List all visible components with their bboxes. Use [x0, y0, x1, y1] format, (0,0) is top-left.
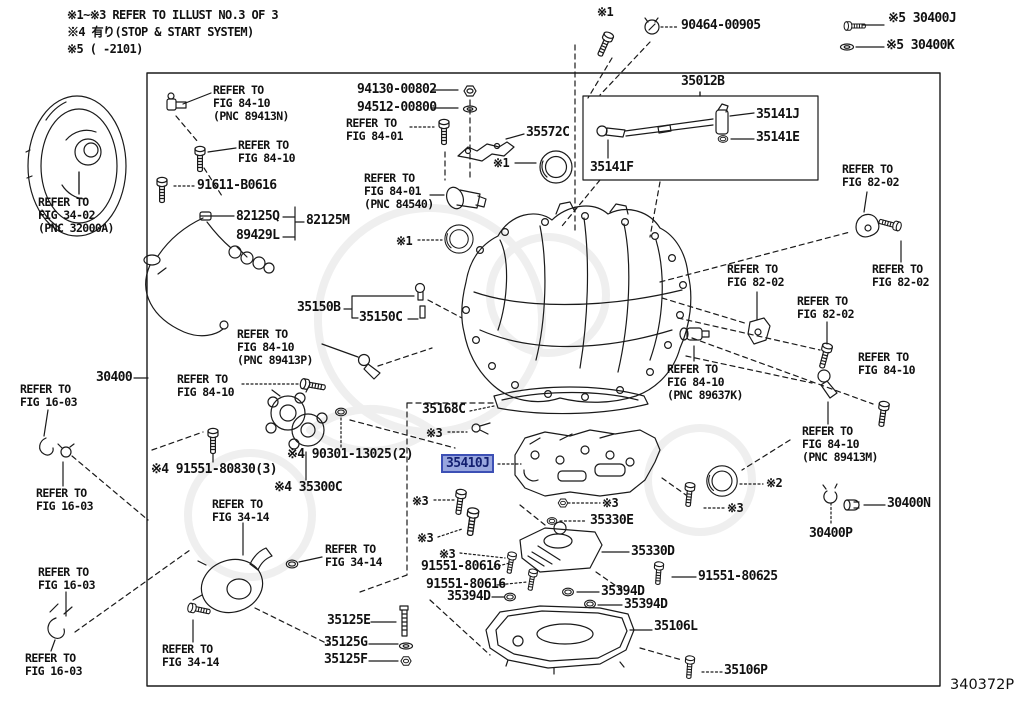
- symbol-3-f: ※3: [727, 501, 744, 515]
- part-label-35394d-c: 35394D: [624, 597, 668, 612]
- sensor-s3a-icon: [471, 422, 491, 435]
- ref-label-fig16-03-b: REFER TO FIG 16-03: [36, 486, 94, 513]
- part-label-35141e: 35141E: [756, 130, 800, 145]
- ref-label-fig84-10-b: REFER TO FIG 84-10: [238, 138, 296, 165]
- symbol-3-b: ※3: [412, 494, 429, 508]
- part-label-94130-00802: 94130-00802: [357, 82, 437, 97]
- ref-label-fig84-01-a: REFER TO FIG 84-01: [346, 116, 404, 143]
- drawing-number: 340372P: [950, 677, 1015, 693]
- torque-converter-drawing: [25, 95, 127, 237]
- part-label-35394d-b: 35394D: [601, 584, 645, 599]
- ref-label-fig16-03-a: REFER TO FIG 16-03: [20, 382, 78, 409]
- bracket-fig8202c-icon: [747, 317, 771, 345]
- part-label-91551-80625: 91551-80625: [698, 569, 778, 584]
- clip-30400n-icon: [822, 483, 838, 504]
- ref-label-fig34-14-c: REFER TO FIG 34-14: [162, 642, 220, 669]
- part-label-35106l: 35106L: [654, 619, 698, 634]
- note-line-1: ※1~※3 REFER TO ILLUST NO.3 OF 3: [67, 8, 279, 22]
- ref-label-fig82-02-b: REFER TO FIG 82-02: [727, 262, 785, 289]
- part-label-35410j-highlighted[interactable]: 35410J: [441, 454, 495, 473]
- symbol-3-c: ※3: [417, 531, 434, 545]
- symbol-2: ※2: [766, 476, 783, 490]
- sensor-89637k-icon: [679, 327, 710, 341]
- symbol-1-a: ※1: [493, 156, 510, 170]
- ref-label-fig84-10-89413m: REFER TO FIG 84-10 (PNC 89413M): [802, 424, 878, 464]
- symbol-3-a: ※3: [426, 426, 443, 440]
- ref-label-fig16-03-c: REFER TO FIG 16-03: [38, 565, 96, 592]
- part-label-35572c: 35572C: [526, 125, 570, 140]
- note-line-2: ※4 有り(STOP & START SYSTEM): [67, 25, 254, 39]
- ref-label-fig84-10-89413p: REFER TO FIG 84-10 (PNC 89413P): [237, 327, 313, 367]
- part-label-91551-80616-b: 91551-80616: [426, 577, 506, 592]
- diagram-frame: [146, 72, 941, 687]
- part-label-35394d-a: 35394D: [447, 589, 491, 604]
- part-label-91551-80616-a: 91551-80616: [421, 559, 501, 574]
- part-label-30400n: 30400N: [887, 496, 931, 511]
- note-line-3: ※5 ( -2101): [67, 42, 143, 56]
- part-label-89429l: 89429L: [236, 228, 280, 243]
- sensor-89413n-icon: [166, 92, 187, 111]
- symbol-3-e: ※3: [602, 496, 619, 510]
- clamp-fig8202-icon: [855, 213, 880, 238]
- part-label-35125g: 35125G: [324, 635, 368, 650]
- part-label-82125m: 82125M: [306, 213, 350, 228]
- gasket-35168c-drawing: [493, 386, 649, 415]
- part-label-35300c: ※4 35300C: [274, 480, 343, 495]
- part-label-35012b: 35012B: [681, 74, 725, 89]
- ref-label-fig34-14-b: REFER TO FIG 34-14: [325, 542, 383, 569]
- switch-84540-icon: [445, 186, 487, 210]
- symbol-3-d: ※3: [439, 547, 456, 561]
- pump-fig3414-drawing: [192, 547, 273, 614]
- sensor-89413m-icon: [817, 369, 838, 399]
- part-label-35106p: 35106P: [724, 663, 768, 678]
- part-label-90464-00905: 90464-00905: [681, 18, 761, 33]
- ref-label-fig82-02-d: REFER TO FIG 82-02: [797, 294, 855, 321]
- transmission-case-drawing: [461, 201, 692, 403]
- ref-label-fig84-01-84540: REFER TO FIG 84-01 (PNC 84540): [364, 171, 434, 211]
- breather-35150-icons: [343, 282, 426, 320]
- valve-body-35410j-drawing[interactable]: [514, 429, 661, 497]
- part-label-35125f: 35125F: [324, 652, 368, 667]
- ref-label-fig34-02: REFER TO FIG 34-02 (PNC 32000A): [38, 195, 114, 235]
- part-label-90301-13025: ※4 90301-13025(2): [287, 447, 414, 462]
- part-label-35150b: 35150B: [297, 300, 341, 315]
- part-label-35125e: 35125E: [327, 613, 371, 628]
- ref-label-fig16-03-d: REFER TO FIG 16-03: [25, 651, 83, 678]
- part-label-82125q: 82125Q: [236, 209, 280, 224]
- ref-label-fig84-10-g: REFER TO FIG 84-10: [177, 372, 235, 399]
- oil-pump-35300c-drawing: [265, 383, 328, 450]
- ref-label-fig84-10-89637k: REFER TO FIG 84-10 (PNC 89637K): [667, 362, 743, 402]
- ref-label-fig84-10-c: REFER TO FIG 84-10: [858, 350, 916, 377]
- part-label-30400p: 30400P: [809, 526, 853, 541]
- strainer-35330d-drawing: [519, 521, 603, 573]
- part-label-91611-b0616: 91611-B0616: [197, 178, 277, 193]
- part-label-35141j: 35141J: [756, 107, 800, 122]
- overflow-plug-35125-icons: [399, 605, 409, 637]
- ref-label-fig82-02-c: REFER TO FIG 82-02: [872, 262, 930, 289]
- part-label-35150c: 35150C: [359, 310, 403, 325]
- ref-label-fig84-10-89413n: REFER TO FIG 84-10 (PNC 89413N): [213, 83, 289, 123]
- symbol-1-top: ※1: [597, 5, 614, 19]
- part-label-94512-00800: 94512-00800: [357, 100, 437, 115]
- part-label-30400: 30400: [96, 370, 133, 385]
- clip-90464-icon: [644, 17, 660, 35]
- ref-label-fig34-14-a: REFER TO FIG 34-14: [212, 497, 270, 524]
- dashed-leader-lines: [71, 41, 874, 661]
- symbol-1-b: ※1: [396, 234, 413, 248]
- part-label-35330d: 35330D: [631, 544, 675, 559]
- part-label-30400k: ※5 30400K: [886, 38, 955, 53]
- part-label-91551-80830: ※4 91551-80830(3): [151, 462, 278, 477]
- part-label-30400j: ※5 30400J: [888, 11, 957, 26]
- oil-pan-35106l-drawing: [485, 605, 635, 675]
- bracket-35572c-icon: [457, 141, 515, 162]
- ref-label-fig82-02-a: REFER TO FIG 82-02: [842, 162, 900, 189]
- part-label-35330e: 35330E: [590, 513, 634, 528]
- sensor-89413p-icon: [357, 353, 381, 380]
- part-label-35141f: 35141F: [590, 160, 634, 175]
- part-label-35168c: 35168C: [422, 402, 466, 417]
- hook-fig1603-icons: [39, 437, 75, 640]
